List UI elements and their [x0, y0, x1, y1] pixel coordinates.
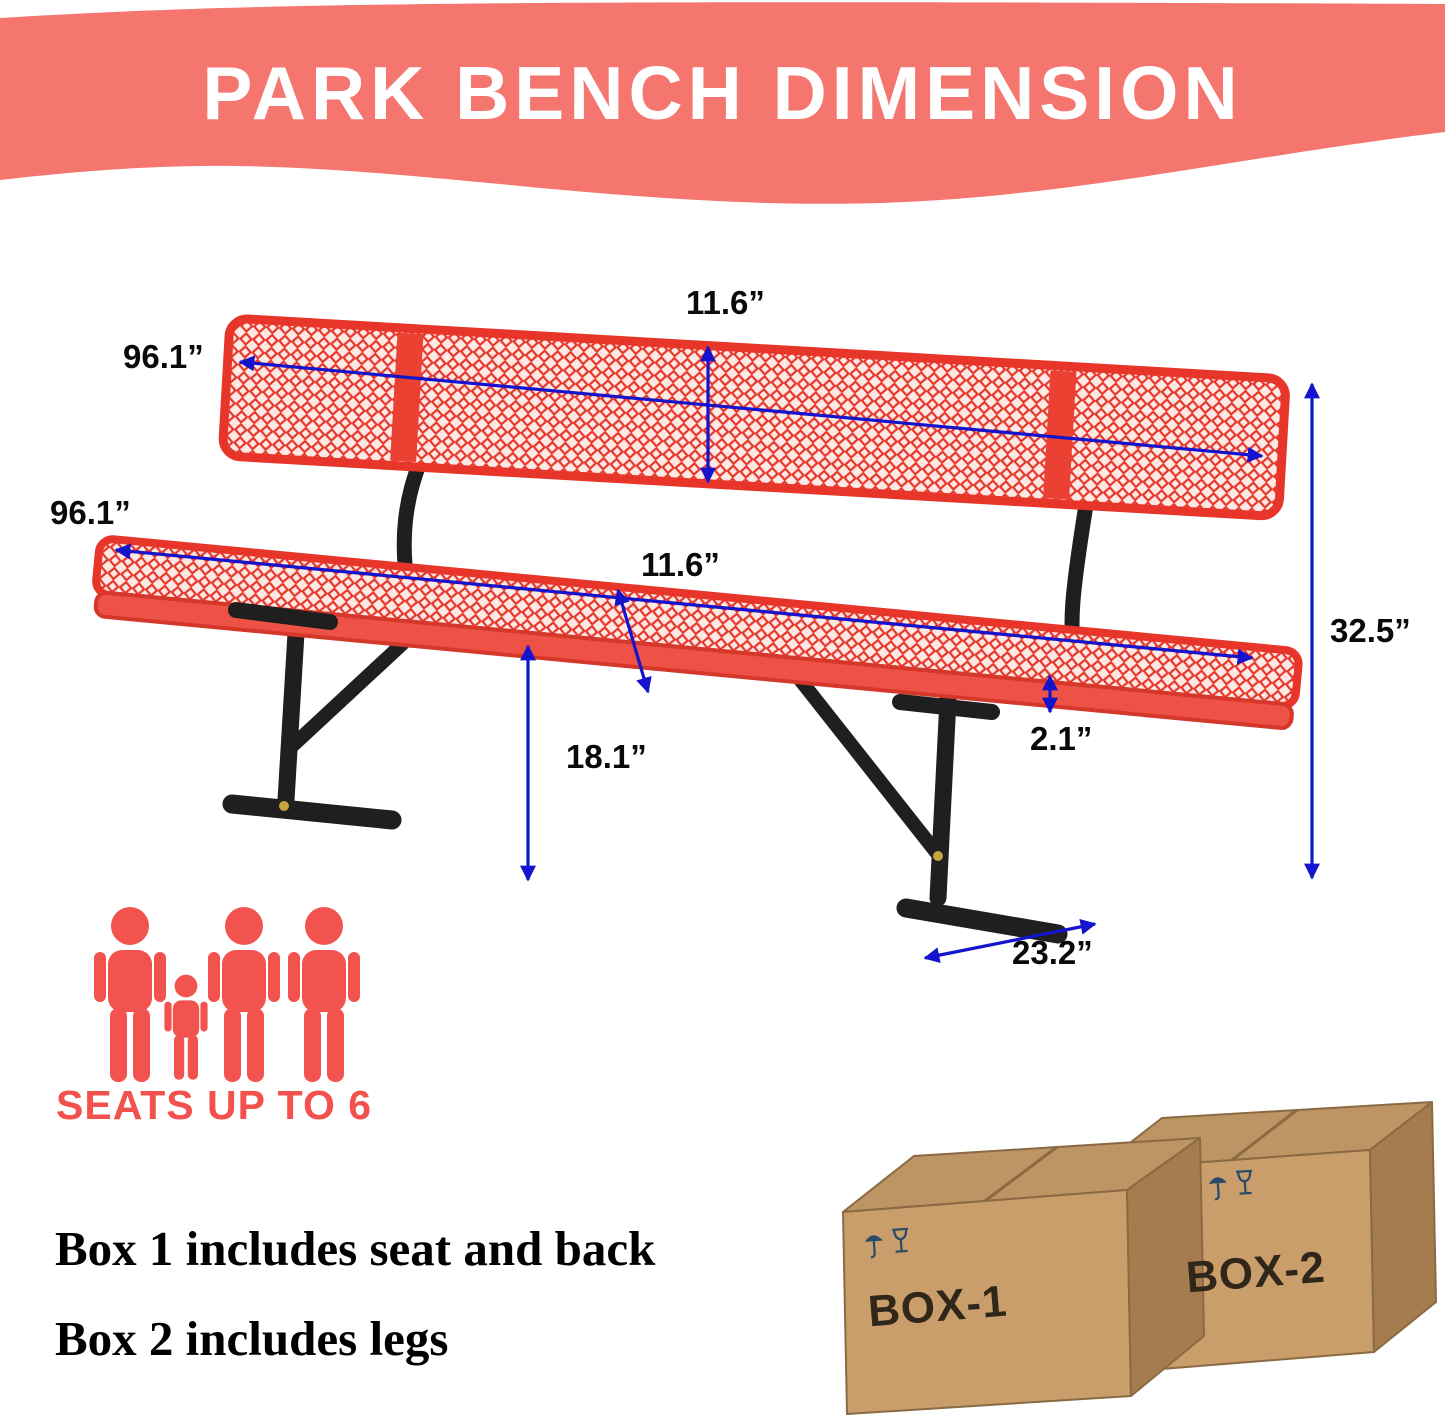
box-flap-seam	[984, 1145, 1058, 1203]
seating-capacity-icons	[94, 907, 360, 1082]
dimension-back-length: 96.1”	[123, 338, 204, 375]
umbrella-icon	[1208, 1177, 1227, 1201]
leg-foot	[222, 794, 402, 830]
banner-ribbon	[0, 2, 1445, 204]
dimension-leg-depth: 23.2”	[1012, 934, 1093, 971]
dimension-seat-depth: 11.6”	[641, 546, 720, 583]
box-side	[1126, 1137, 1205, 1397]
dimension-seat-height: 18.1”	[566, 738, 647, 775]
fragile-glass-icon	[1235, 1169, 1253, 1195]
arrow-leg-depth	[923, 918, 1097, 964]
dimension-arrows	[114, 345, 1320, 964]
seat-mount-tube-right	[892, 694, 1000, 720]
box-side	[1369, 1101, 1437, 1353]
backrest-panel	[218, 314, 1290, 521]
bolt	[279, 801, 289, 811]
person-adult-icon	[288, 907, 360, 1082]
person-child-icon	[164, 974, 208, 1080]
page-title: PARK BENCH DIMENSION	[202, 51, 1243, 135]
arrow-seat-depth	[614, 588, 652, 694]
bolt	[933, 851, 943, 861]
shipping-mark-icons	[1208, 1169, 1253, 1201]
leg-foot	[896, 898, 1068, 944]
shipping-boxes	[842, 1101, 1437, 1415]
leg-brace	[787, 665, 943, 859]
dimension-seat-thickness: 2.1”	[1030, 720, 1093, 757]
bench-illustration	[92, 314, 1303, 944]
dimension-overall-height: 32.5”	[1330, 612, 1411, 649]
person-adult-icon	[94, 907, 166, 1082]
dimension-seat-length: 96.1”	[50, 494, 131, 531]
arrow-back-length	[238, 355, 1264, 463]
arrow-seat-length	[114, 543, 1254, 665]
box2-contents-note: Box 2 includes legs	[55, 1311, 449, 1366]
person-adult-icon	[208, 907, 280, 1082]
seating-capacity-label: SEATS UP TO 6	[56, 1082, 373, 1128]
box-flap-seam	[1231, 1108, 1298, 1162]
shipping-mark-icons	[864, 1227, 909, 1259]
dimension-back-height: 11.6”	[686, 284, 765, 321]
box1-contents-note: Box 1 includes seat and back	[55, 1221, 656, 1276]
fragile-glass-icon	[891, 1227, 909, 1253]
box-1	[842, 1137, 1205, 1415]
umbrella-icon	[864, 1235, 883, 1259]
